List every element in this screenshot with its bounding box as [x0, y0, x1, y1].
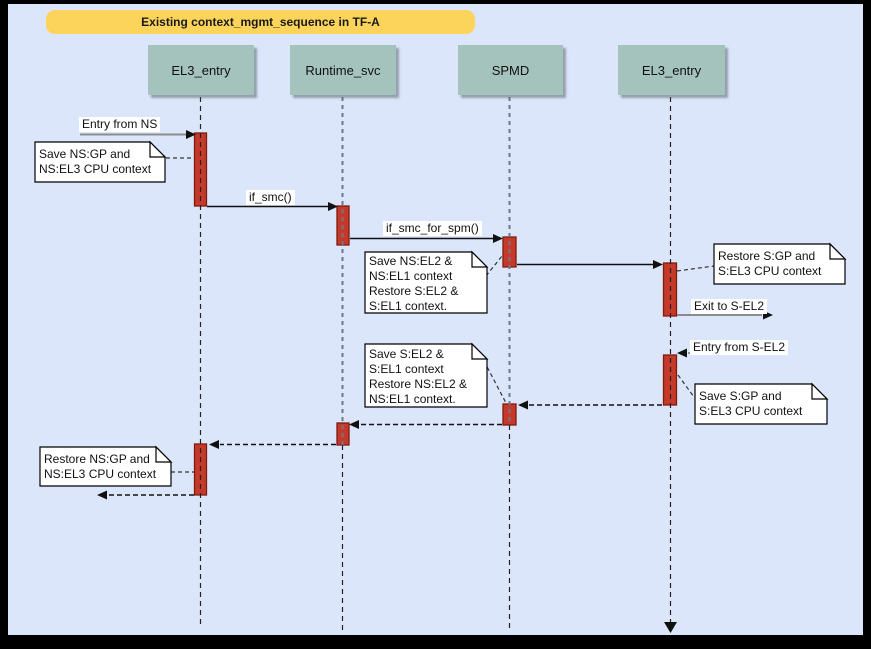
note-line: Save NS:EL2 & — [369, 254, 453, 268]
note-fold-icon — [471, 342, 489, 360]
lifeline-head-runtime-svc: Runtime_svc — [290, 45, 396, 95]
note-save-ns-el2: Save NS:EL2 & NS:EL1 context Restore S:E… — [369, 254, 458, 314]
lifelines — [199, 97, 677, 634]
lifeline-head-el3-entry-left: EL3_entry — [148, 45, 254, 95]
note-line: S:EL1 context. — [369, 299, 448, 313]
note-line: NS:EL3 CPU context — [39, 162, 152, 176]
note-line: Save S:GP and — [699, 389, 782, 403]
note-save-ns-gp: Save NS:GP and NS:EL3 CPU context — [39, 147, 151, 177]
return-runtime-to-el3-arrowhead-icon — [209, 440, 219, 449]
note-line: Restore NS:EL2 & — [369, 377, 468, 391]
note-connector — [483, 360, 507, 404]
lifeline-continuation-arrow-icon — [664, 622, 677, 633]
message-label-entry-from-s-el2: Entry from S-EL2 — [690, 340, 789, 355]
message-arrows — [80, 130, 783, 500]
message-label-if-smc: if_smc() — [246, 190, 295, 205]
note-shape — [34, 141, 166, 183]
note-connector — [676, 265, 715, 272]
note-line: NS:EL1 context. — [369, 392, 456, 406]
note-line: S:EL3 CPU context — [718, 264, 822, 278]
note-line: Restore NS:GP and — [44, 452, 150, 466]
activation-bar — [502, 403, 517, 426]
message-if-smc-arrowhead-icon — [328, 202, 338, 211]
note-fold-icon — [471, 250, 489, 268]
note-line: NS:EL1 context — [369, 269, 453, 283]
activation-bars — [193, 132, 678, 496]
note-shapes — [34, 140, 847, 487]
note-line: S:EL1 context — [369, 362, 444, 376]
lifeline-head-el3-entry-right: EL3_entry — [618, 45, 725, 95]
note-restore-ns-gp: Restore NS:GP and NS:EL3 CPU context — [44, 452, 156, 482]
note-save-s-gp: Save S:GP and S:EL3 CPU context — [699, 389, 802, 419]
note-line: Restore S:EL2 & — [369, 284, 459, 298]
note-connector — [485, 255, 503, 277]
note-connectors — [166, 157, 715, 473]
lifeline-label: EL3_entry — [641, 62, 702, 78]
note-line: Save S:EL2 & — [369, 347, 444, 361]
note-shape — [364, 343, 488, 408]
note-fold-icon — [155, 445, 173, 463]
message-entry-from-ns-arrowhead-icon — [186, 130, 196, 139]
return-el3-to-ns-arrowhead-icon — [97, 490, 107, 500]
message-label-if-smc-for-spm: if_smc_for_spm() — [383, 221, 482, 236]
note-fold-icon — [811, 382, 829, 400]
diagram-canvas — [8, 4, 863, 635]
return-el3-to-spmd-arrowhead-icon — [518, 400, 528, 410]
message-label-entry-from-ns: Entry from NS — [79, 117, 161, 132]
message-if-smc-for-spm-arrowhead-icon — [493, 234, 503, 243]
note-line: NS:EL3 CPU context — [44, 467, 157, 481]
note-restore-s-gp: Restore S:GP and S:EL3 CPU context — [718, 249, 821, 279]
lifeline-label: Runtime_svc — [305, 62, 381, 78]
lifeline-label: EL3_entry — [171, 62, 231, 78]
message-entry-from-s-el2-arrowhead-icon — [677, 348, 687, 358]
lifeline-head-spmd: SPMD — [458, 45, 563, 95]
note-fold-icon — [829, 242, 847, 260]
diagram-title-banner: Existing context_mgmt_sequence in TF-A — [46, 10, 475, 34]
note-line: S:EL3 CPU context — [699, 404, 803, 418]
return-spmd-to-runtime-arrowhead-icon — [349, 420, 359, 429]
note-line: Restore S:GP and — [718, 249, 816, 263]
message-label-exit-to-s-el2: Exit to S-EL2 — [691, 299, 768, 314]
note-shape — [39, 446, 172, 487]
note-shape — [713, 243, 846, 285]
note-line: Save NS:GP and — [39, 147, 131, 161]
lifeline-label: SPMD — [491, 62, 530, 78]
note-fold-icon — [149, 140, 167, 158]
note-save-s-el2: Save S:EL2 & S:EL1 context Restore NS:EL… — [369, 347, 467, 407]
message-spmd-to-el3-arrowhead-icon — [653, 260, 663, 269]
note-connector — [677, 374, 695, 398]
note-shape — [364, 251, 488, 314]
diagram-title: Existing context_mgmt_sequence in TF-A — [141, 15, 380, 29]
note-shape — [694, 383, 828, 425]
